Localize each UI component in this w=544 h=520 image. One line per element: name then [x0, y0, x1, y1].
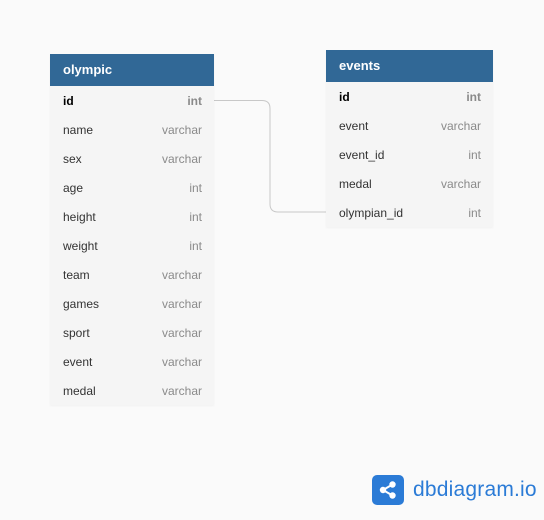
share-network-icon	[372, 475, 404, 505]
field-name: age	[63, 180, 84, 195]
field-row[interactable]: name varchar	[50, 115, 214, 144]
table-header-events[interactable]: events	[326, 50, 493, 82]
table-header-olympic[interactable]: olympic	[50, 54, 214, 86]
field-name: event_id	[339, 147, 385, 162]
field-type: int	[187, 93, 202, 108]
dbdiagram-brand[interactable]: dbdiagram.io	[372, 475, 537, 505]
field-type: int	[189, 238, 202, 253]
field-row[interactable]: event varchar	[326, 111, 493, 140]
table-olympic[interactable]: olympic id int name varchar sex varchar …	[50, 54, 214, 405]
field-type: int	[468, 147, 481, 162]
field-row[interactable]: height int	[50, 202, 214, 231]
field-type: varchar	[161, 354, 202, 369]
field-row[interactable]: event varchar	[50, 347, 214, 376]
field-name: event	[339, 118, 369, 133]
field-type: varchar	[440, 118, 481, 133]
field-row[interactable]: medal varchar	[50, 376, 214, 405]
field-name: weight	[63, 238, 98, 253]
field-row[interactable]: age int	[50, 173, 214, 202]
field-row[interactable]: id int	[50, 86, 214, 115]
field-type: int	[189, 209, 202, 224]
field-name: sport	[63, 325, 90, 340]
field-row[interactable]: games varchar	[50, 289, 214, 318]
field-type: varchar	[161, 325, 202, 340]
field-name: team	[63, 267, 90, 282]
field-type: int	[468, 205, 481, 220]
field-name: event	[63, 354, 93, 369]
field-name: id	[339, 89, 350, 104]
field-row[interactable]: team varchar	[50, 260, 214, 289]
field-row[interactable]: medal varchar	[326, 169, 493, 198]
field-type: varchar	[161, 122, 202, 137]
relationship-line	[214, 100, 326, 213]
field-row[interactable]: id int	[326, 82, 493, 111]
field-name: medal	[63, 383, 96, 398]
table-events[interactable]: events id int event varchar event_id int…	[326, 50, 493, 227]
field-row[interactable]: event_id int	[326, 140, 493, 169]
field-type: varchar	[161, 267, 202, 282]
field-name: height	[63, 209, 96, 224]
field-type: varchar	[161, 296, 202, 311]
field-type: varchar	[161, 383, 202, 398]
field-name: id	[63, 93, 74, 108]
field-name: games	[63, 296, 100, 311]
field-type: int	[189, 180, 202, 195]
field-name: sex	[63, 151, 82, 166]
field-type: int	[466, 89, 481, 104]
field-name: name	[63, 122, 94, 137]
field-type: varchar	[161, 151, 202, 166]
field-row[interactable]: olympian_id int	[326, 198, 493, 227]
brand-name: dbdiagram.io	[413, 478, 537, 501]
field-name: olympian_id	[339, 205, 404, 220]
field-name: medal	[339, 176, 372, 191]
field-row[interactable]: sport varchar	[50, 318, 214, 347]
field-type: varchar	[440, 176, 481, 191]
field-row[interactable]: sex varchar	[50, 144, 214, 173]
field-row[interactable]: weight int	[50, 231, 214, 260]
